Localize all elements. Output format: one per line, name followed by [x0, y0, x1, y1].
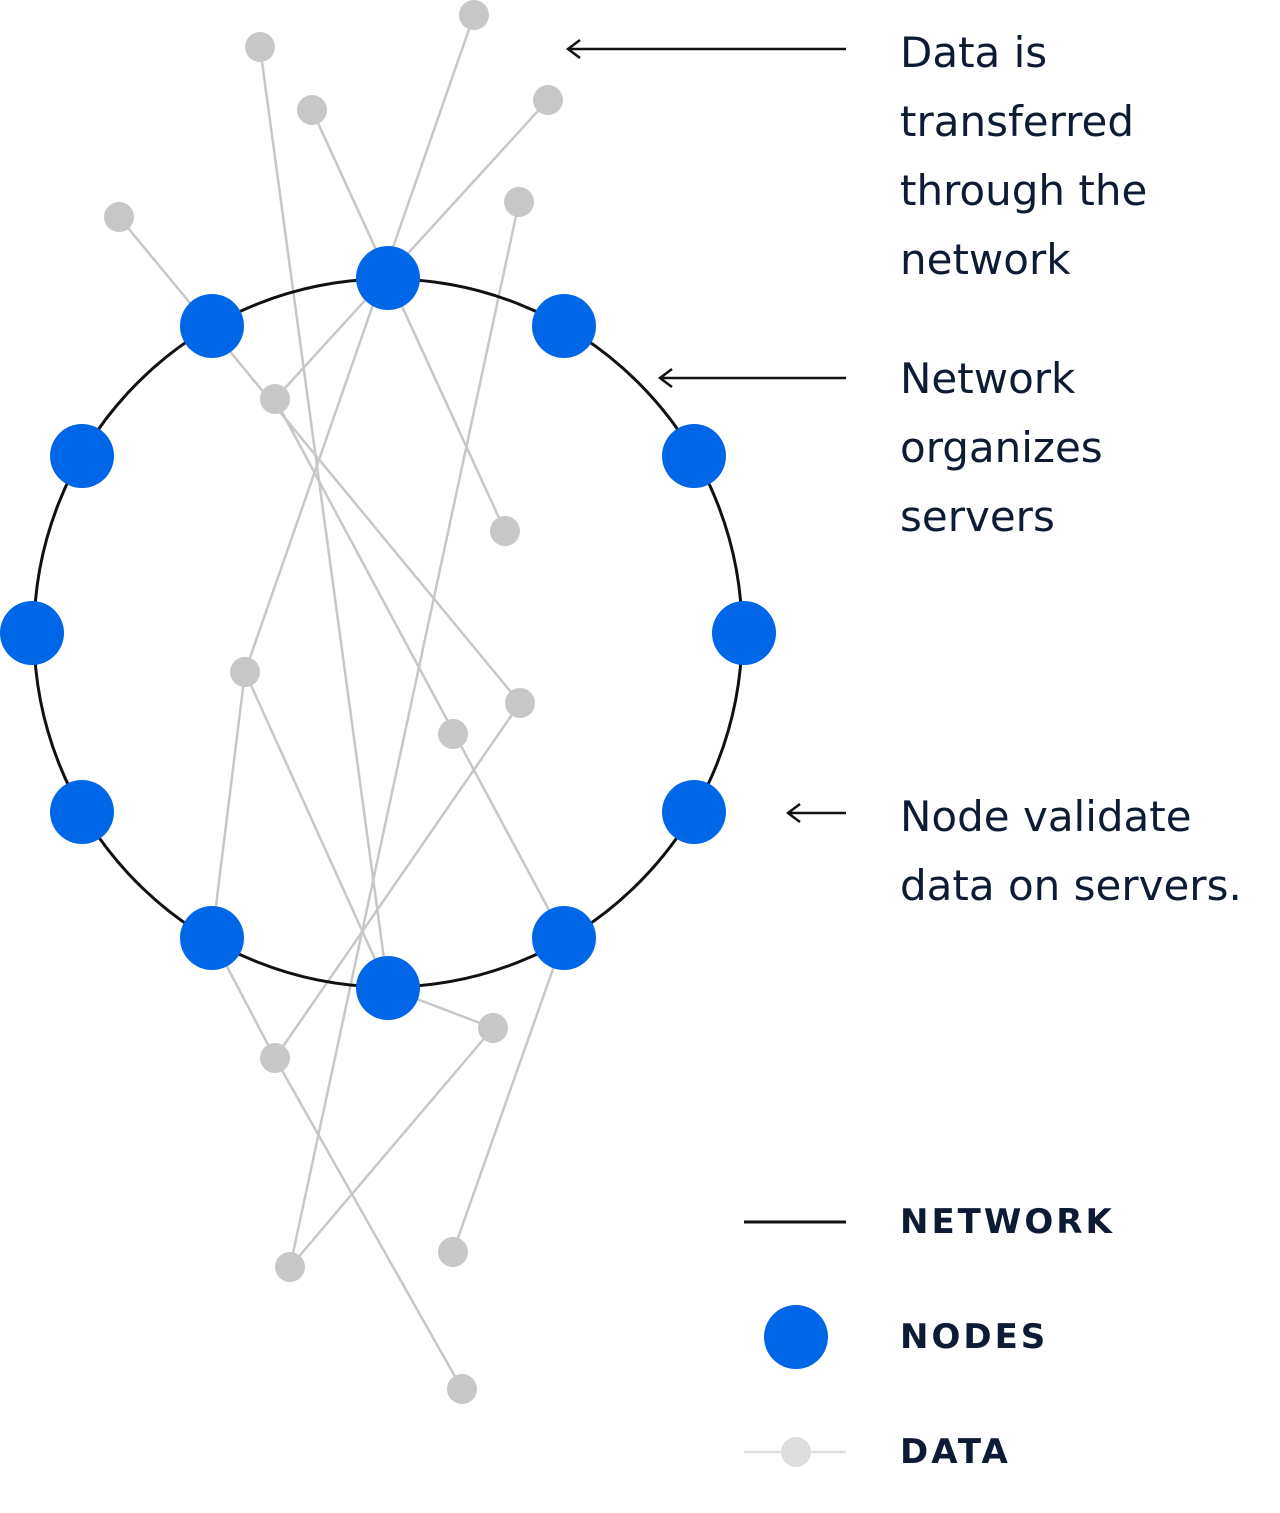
data-link	[273, 1057, 464, 1390]
data-point	[275, 1252, 305, 1282]
callout-line: servers	[900, 492, 1055, 541]
legend-marks	[744, 1220, 846, 1467]
network-node	[662, 780, 726, 844]
network-node	[662, 424, 726, 488]
arrow-network-icon	[657, 368, 846, 388]
callout-line: data on servers.	[900, 861, 1242, 910]
network-node	[50, 424, 114, 488]
legend-data-dot-icon	[781, 1437, 811, 1467]
data-point	[260, 384, 290, 414]
network-node	[532, 906, 596, 970]
nodes-group	[0, 246, 776, 1020]
data-point	[245, 32, 275, 62]
data-link	[310, 109, 507, 532]
network-node	[356, 956, 420, 1020]
callout-line: through the	[900, 166, 1148, 215]
data-points	[104, 0, 563, 1404]
callout-line: organizes	[900, 423, 1103, 472]
data-point	[438, 1237, 468, 1267]
callout-data-transfer: Data is transferred through the network	[900, 18, 1147, 294]
callout-network: Network organizes servers	[900, 344, 1103, 551]
data-link	[243, 671, 390, 989]
callout-line: Node validate	[900, 792, 1192, 841]
data-point	[490, 516, 520, 546]
data-link	[274, 99, 549, 400]
callout-line: Data is	[900, 28, 1048, 77]
callout-line: Network	[900, 354, 1076, 403]
network-node	[532, 294, 596, 358]
data-link	[273, 398, 566, 939]
data-point	[260, 1043, 290, 1073]
data-links	[118, 14, 566, 1390]
data-link	[118, 216, 521, 704]
network-ring	[32, 277, 744, 989]
data-point	[438, 719, 468, 749]
data-point	[505, 688, 535, 718]
network-node	[0, 601, 64, 665]
data-point	[230, 657, 260, 687]
legend-label-nodes: NODES	[900, 1317, 1049, 1357]
legend-node-icon	[764, 1305, 828, 1369]
network-node	[180, 906, 244, 970]
network-node	[180, 294, 244, 358]
data-link	[243, 14, 476, 673]
network-node	[356, 246, 420, 310]
data-point	[533, 85, 563, 115]
network-node	[50, 780, 114, 844]
network-node	[712, 601, 776, 665]
data-link	[258, 46, 390, 989]
legend-label-network: NETWORK	[900, 1202, 1115, 1242]
data-point	[447, 1374, 477, 1404]
data-link	[210, 671, 247, 939]
data-link	[273, 702, 522, 1059]
callout-line: network	[900, 235, 1071, 284]
callout-arrows	[565, 39, 846, 823]
callout-line: transferred	[900, 97, 1134, 146]
arrow-node-icon	[785, 803, 846, 823]
legend-label-data: DATA	[900, 1432, 1011, 1472]
data-point	[504, 187, 534, 217]
data-link	[451, 937, 566, 1253]
callout-node: Node validate data on servers.	[900, 782, 1242, 920]
data-point	[478, 1013, 508, 1043]
data-link	[288, 201, 521, 1268]
data-point	[459, 0, 489, 30]
arrow-data-transfer-icon	[565, 39, 846, 59]
data-link	[289, 1027, 494, 1268]
data-point	[297, 95, 327, 125]
data-point	[104, 202, 134, 232]
